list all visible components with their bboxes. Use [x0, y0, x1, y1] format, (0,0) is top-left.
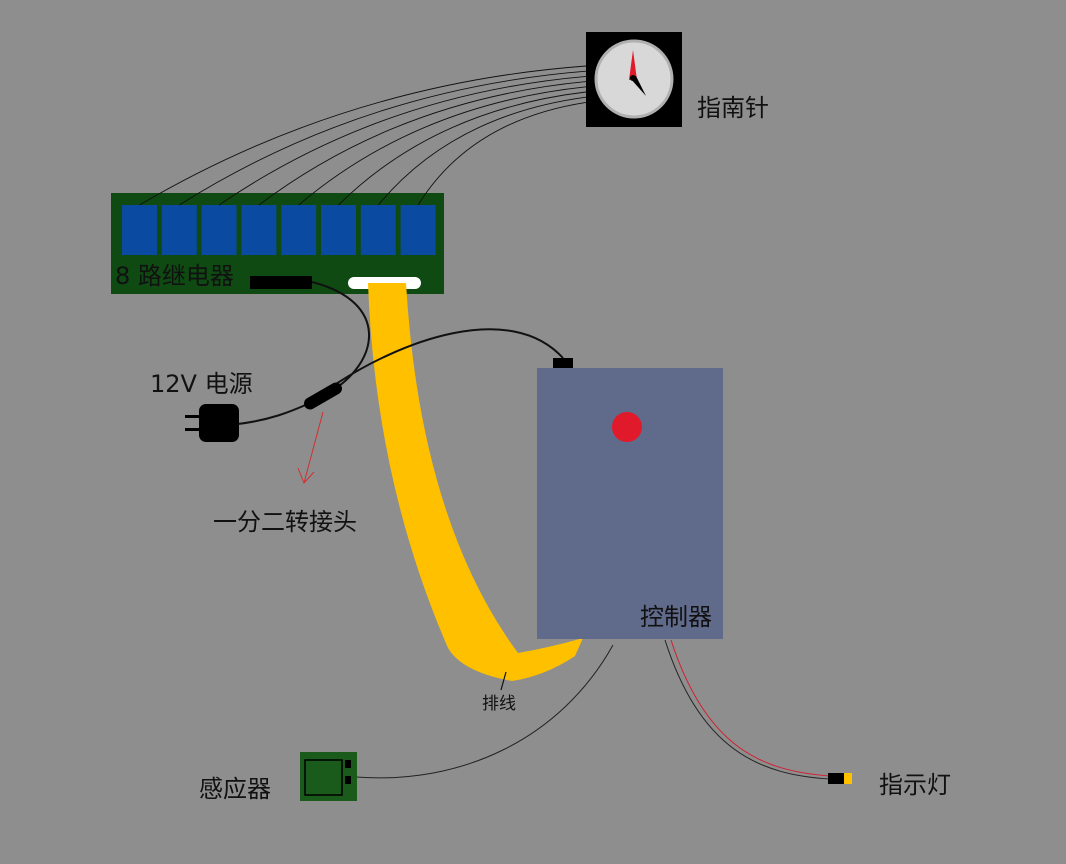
compass-wire	[179, 70, 587, 206]
relay-channel	[201, 205, 237, 255]
relay-channels	[122, 205, 436, 255]
adapter-wire	[237, 402, 311, 425]
sensor-pin-top	[345, 760, 351, 768]
label-controller: 控制器	[640, 603, 712, 631]
relay-channel	[360, 205, 396, 255]
relay-channel	[321, 205, 356, 255]
controller-box	[537, 368, 723, 639]
compass-needle-north	[629, 50, 637, 80]
compass-pivot	[630, 75, 636, 81]
relay-channel	[122, 205, 157, 255]
compass-wire	[258, 81, 587, 206]
relay-power-connector	[250, 276, 312, 289]
indicator-led-base	[828, 773, 844, 784]
controller	[537, 358, 723, 639]
label-indicator: 指示灯	[879, 771, 951, 799]
ribbon-cable	[368, 283, 583, 681]
compass-wire	[417, 101, 587, 206]
compass-wires	[139, 65, 587, 206]
sensor-pin-bottom	[345, 776, 351, 784]
relay-power-wire	[311, 281, 370, 393]
controller-power-jack	[553, 358, 573, 369]
label-relay: 8 路继电器	[115, 262, 234, 290]
indicator-wire-black	[664, 639, 831, 780]
label-compass: 指南针	[697, 94, 769, 122]
power-adapter	[185, 404, 239, 442]
relay-channel	[281, 205, 317, 255]
controller-power-wire	[329, 328, 564, 389]
label-splitter: 一分二转接头	[213, 508, 357, 536]
sensor-wire	[355, 644, 614, 779]
label-sensor: 感应器	[199, 775, 271, 803]
compass	[586, 32, 682, 127]
splitter-connector	[304, 382, 342, 410]
controller-button	[612, 412, 642, 442]
compass-wire	[377, 96, 587, 206]
label-ribbon: 排线	[482, 694, 516, 714]
indicator-led	[828, 773, 852, 784]
label-power: 12V 电源	[150, 370, 253, 398]
compass-wire	[139, 65, 587, 206]
compass-wire	[338, 91, 587, 206]
relay-channel	[161, 205, 197, 255]
compass-needle-hand	[630, 76, 646, 96]
ribbon-label-leader	[500, 671, 507, 691]
indicator-led-lens	[844, 773, 852, 784]
power-adapter-body	[199, 404, 239, 442]
relay-channel	[400, 205, 436, 255]
splitter-arrow	[297, 411, 324, 484]
power-adapter-pin-top	[185, 415, 201, 418]
power-adapter-pin-bottom	[185, 428, 201, 431]
relay-board	[111, 193, 444, 294]
compass-wire	[298, 86, 587, 206]
compass-wire	[218, 75, 587, 206]
sensor-module	[304, 759, 343, 796]
relay-channel	[241, 205, 277, 255]
indicator-wire-red	[670, 639, 831, 777]
sensor	[300, 752, 357, 801]
